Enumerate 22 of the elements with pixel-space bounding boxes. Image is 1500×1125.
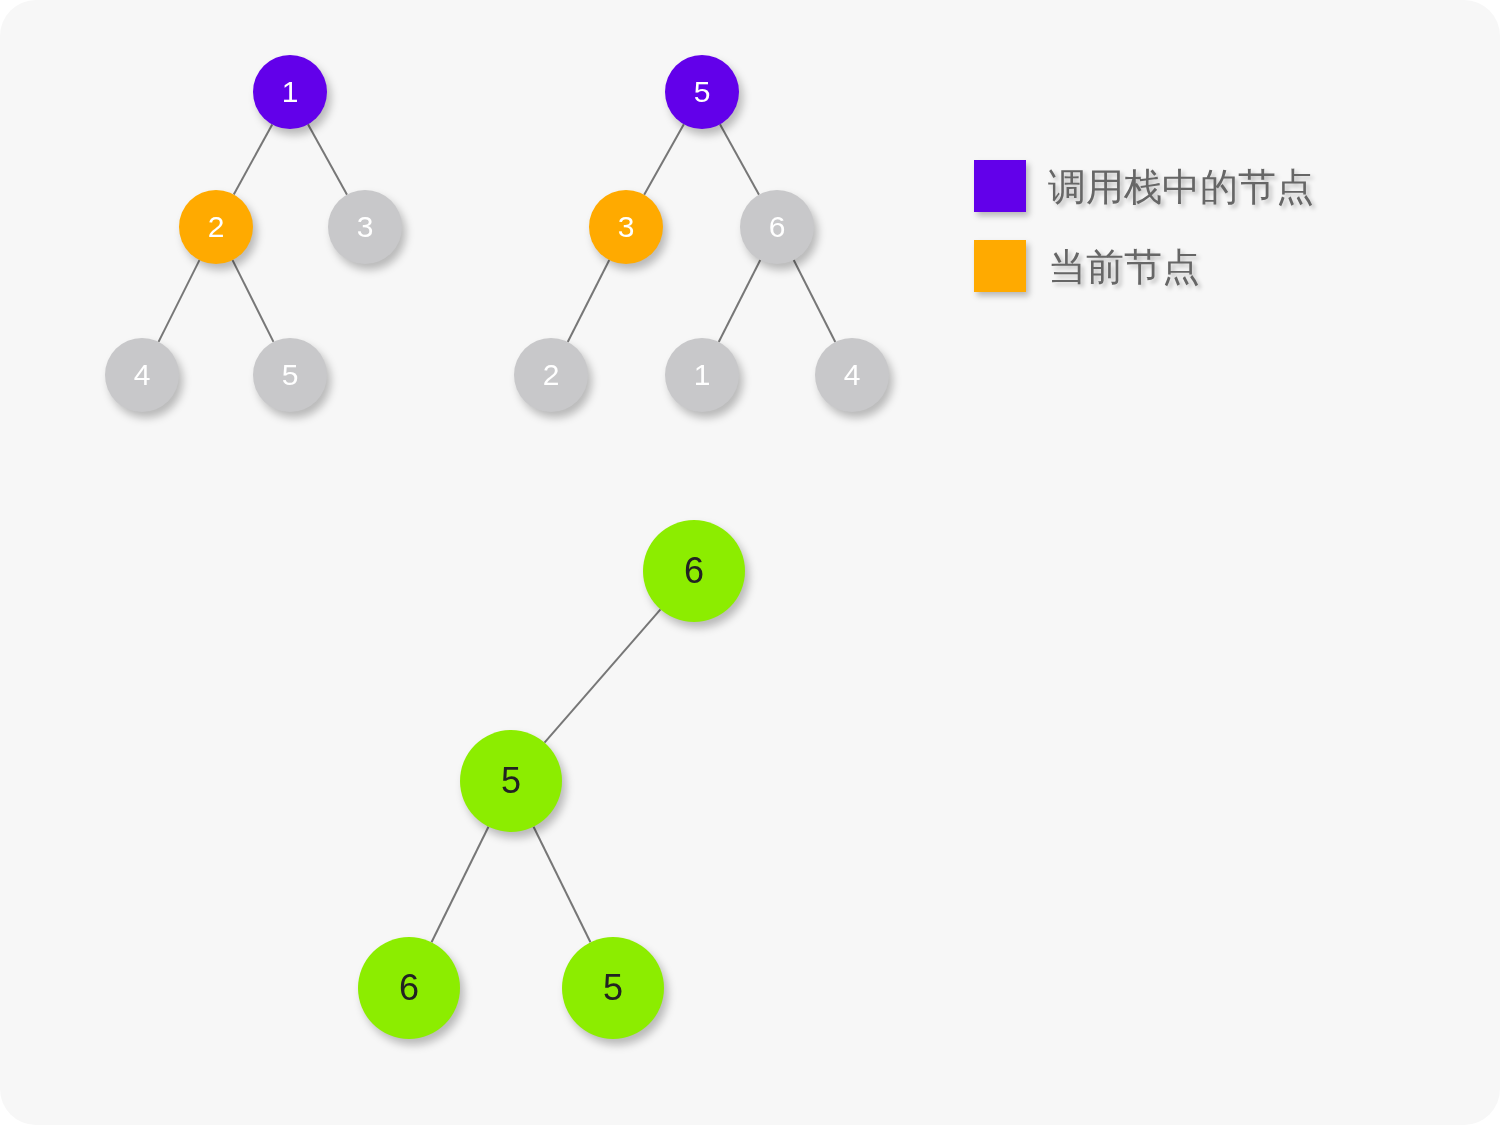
- tree-edge: [232, 123, 274, 196]
- legend-label: 调用栈中的节点: [1048, 164, 1314, 211]
- tree-edge: [231, 259, 275, 343]
- tree-edge: [792, 259, 837, 343]
- tree-edge: [157, 259, 201, 343]
- tree-node: 2: [179, 190, 253, 264]
- legend-label: 当前节点: [1048, 244, 1200, 291]
- tree-node: 5: [562, 937, 664, 1039]
- tree-edge: [643, 123, 685, 196]
- tree-edge: [566, 259, 611, 343]
- tree-node: 6: [358, 937, 460, 1039]
- tree-node: 1: [253, 55, 327, 129]
- tree-node: 5: [460, 730, 562, 832]
- tree-edge: [718, 123, 761, 196]
- tree-edge: [532, 825, 592, 944]
- tree-edge: [306, 123, 349, 196]
- tree-edge: [717, 259, 762, 343]
- tree-node: 3: [589, 190, 663, 264]
- tree-edge: [543, 608, 662, 744]
- tree-edge: [430, 825, 490, 944]
- tree-node: 5: [665, 55, 739, 129]
- tree-node: 6: [643, 520, 745, 622]
